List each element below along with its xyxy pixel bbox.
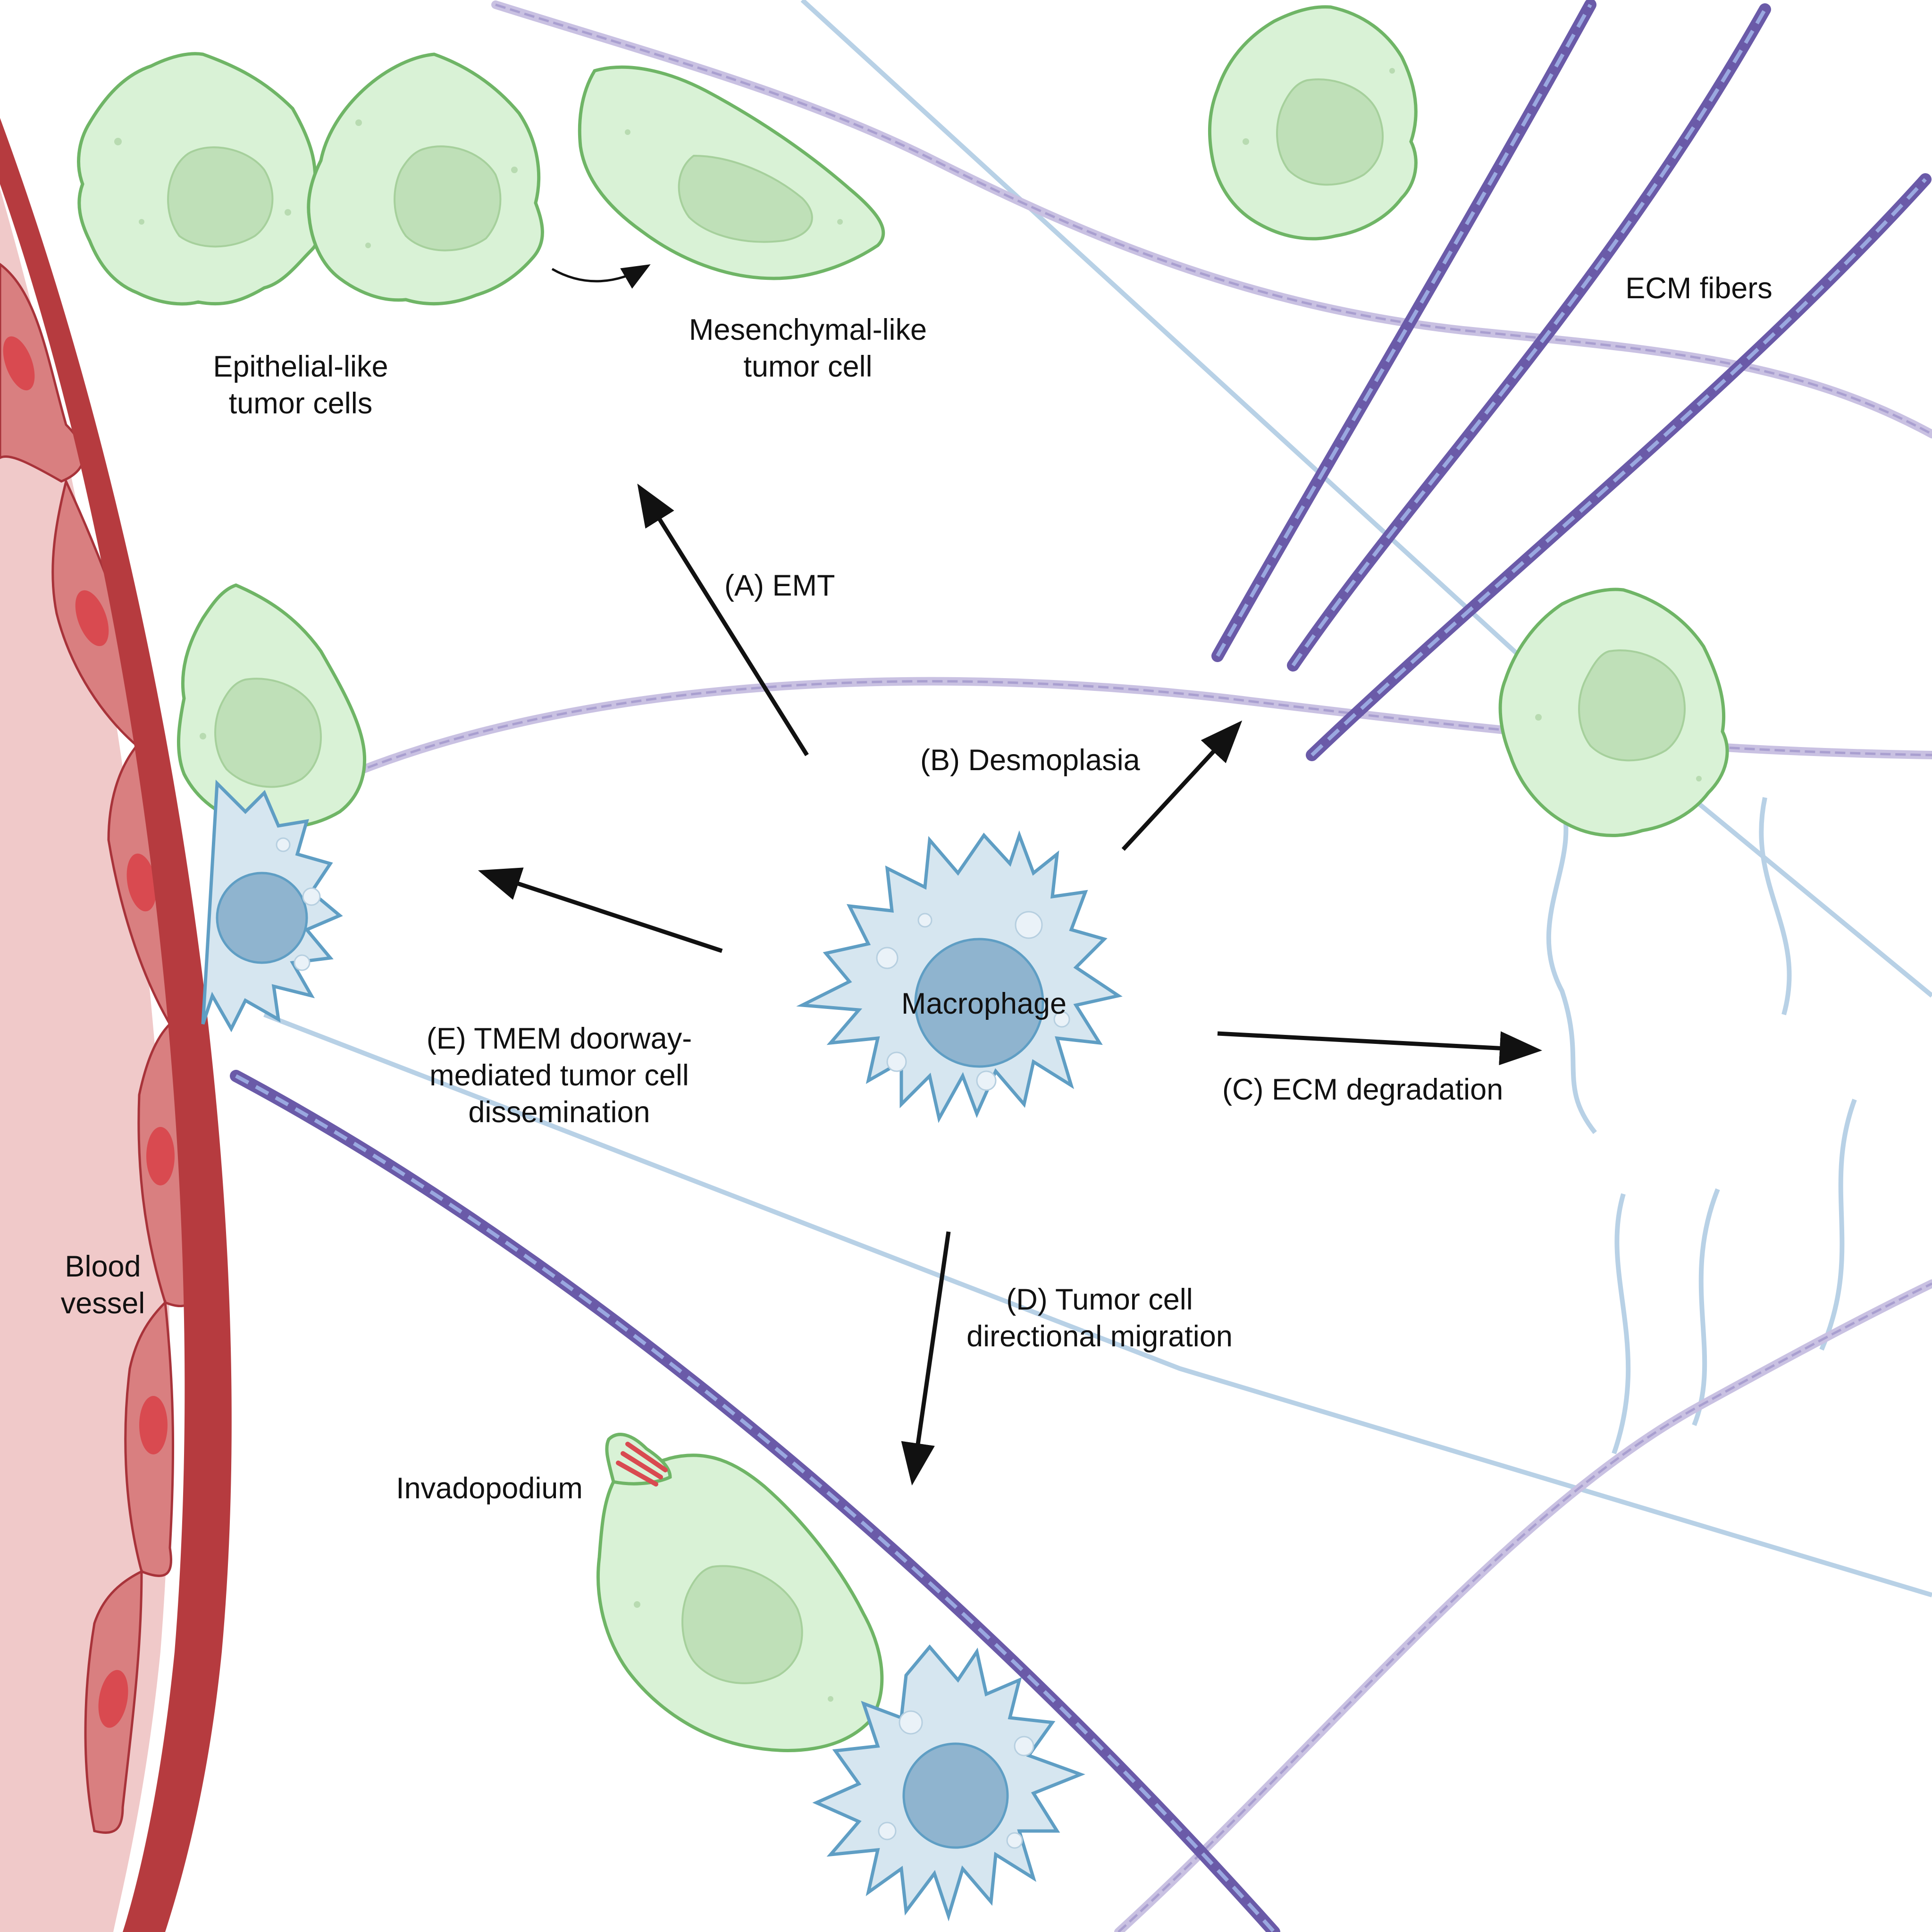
label-mesenchymal-2: tumor cell [743,350,872,383]
arrow-ecm-degradation [1217,1031,1542,1066]
invadopodium-actin [616,1442,668,1487]
label-ecm-fibers: ECM fibers [1625,272,1772,305]
arrow-tmem [478,867,723,953]
label-tmem-2: mediated tumor cell [429,1059,689,1092]
labels: Epithelial-like tumor cells Mesenchymal-… [61,272,1772,1505]
blood-vessel [0,118,232,1932]
label-macrophage: Macrophage [901,987,1067,1020]
pale-collagen-strand [339,3,1932,1932]
arrow-desmoplasia [1121,720,1243,851]
label-tmem-3: dissemination [468,1096,650,1129]
label-migration-2: directional migration [966,1320,1233,1353]
process-arrows [478,264,1542,1486]
label-emt: (A) EMT [724,569,835,602]
arrow-emt [637,483,809,756]
vessel-wall [0,118,232,1932]
endothelial-nuclei [3,336,175,1728]
label-epithelial-1: Epithelial-like [213,350,388,383]
arrow-emt-transition [551,264,651,289]
macrophage-nuclei [216,872,1044,1849]
label-invadopodium: Invadopodium [396,1472,583,1505]
tumor-nuclei [167,78,1686,1684]
label-tmem-1: (E) TMEM doorway- [427,1022,692,1055]
dark-collagen-strand [235,4,1927,1932]
label-ecm-degradation: (C) ECM degradation [1222,1073,1503,1106]
ecm-fiber-network [230,0,1932,1932]
label-migration-1: (D) Tumor cell [1006,1283,1193,1316]
label-blood-2: vessel [61,1287,145,1320]
label-mesenchymal-1: Mesenchymal-like [689,313,927,346]
label-desmoplasia: (B) Desmoplasia [920,744,1141,777]
macrophage-vesicles [276,837,1070,1849]
tumor-dots [114,68,1702,1702]
label-epithelial-2: tumor cells [229,387,373,420]
label-blood-1: Blood [65,1250,141,1283]
arrow-directional-migration [901,1231,951,1486]
